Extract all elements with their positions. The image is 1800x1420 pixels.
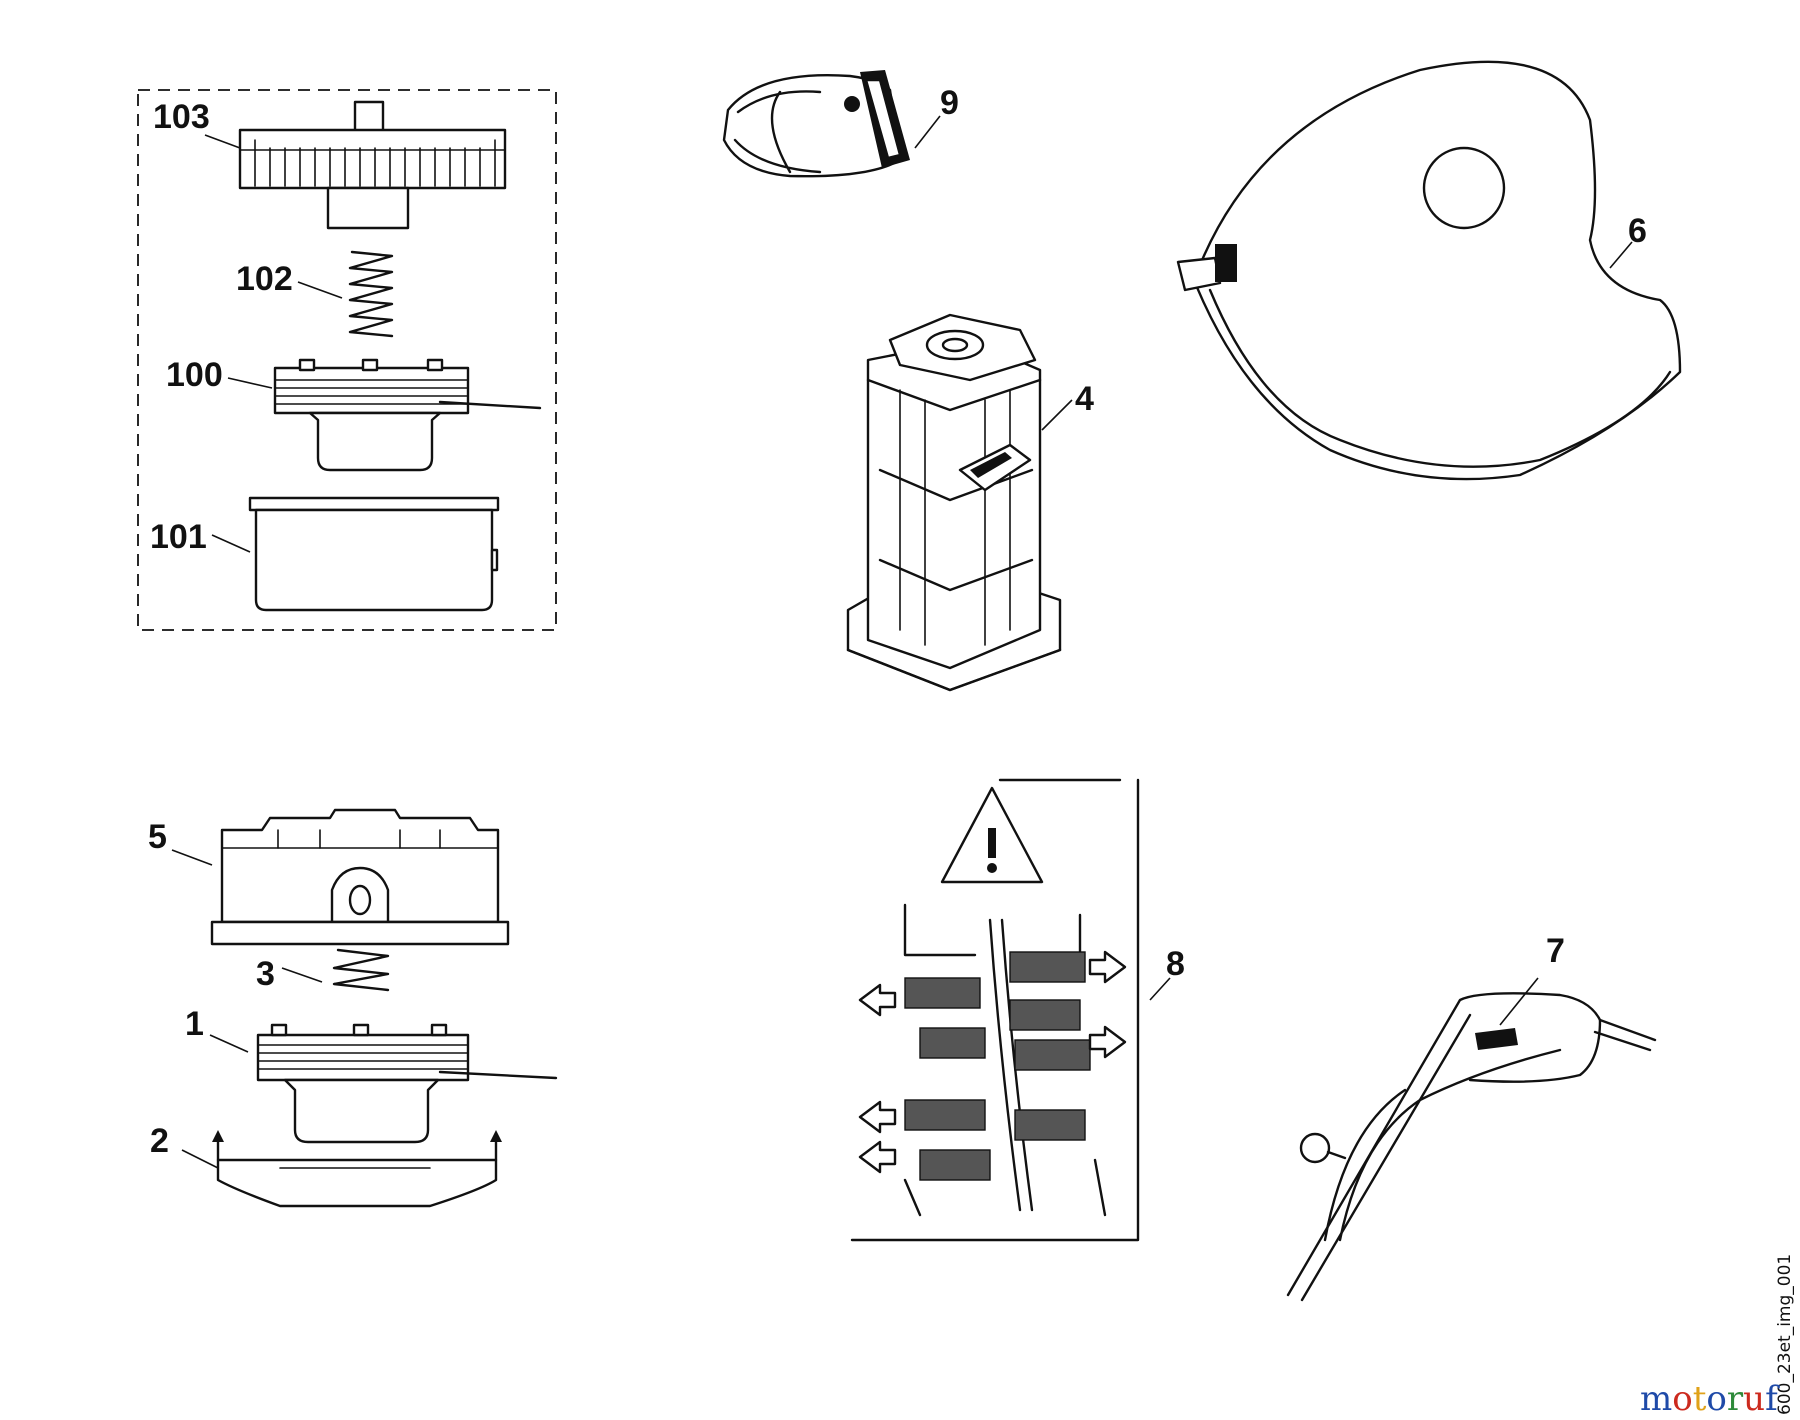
part-7-handle: 7	[1286, 932, 1657, 1302]
warning-triangle-icon	[940, 786, 1044, 884]
part-3-spring: 3	[256, 948, 390, 993]
part-103-cap	[238, 100, 507, 230]
part-102-spring	[348, 250, 394, 338]
callout-100: 100	[166, 356, 223, 394]
watermark-logo: motoruf	[1640, 1379, 1780, 1419]
airflow-arrows	[858, 950, 1127, 1174]
callout-7: 7	[1546, 932, 1565, 970]
callout-103: 103	[153, 98, 210, 136]
callout-8: 8	[1166, 945, 1185, 983]
cap-ribs	[239, 139, 506, 187]
callout-5: 5	[148, 818, 167, 856]
callout-9: 9	[940, 84, 959, 122]
dashed-group-frame	[137, 89, 557, 631]
callout-102: 102	[236, 260, 293, 298]
callout-1: 1	[185, 1005, 204, 1043]
part-5-housing: 5	[148, 808, 510, 946]
callout-6: 6	[1628, 212, 1647, 250]
part-6-guard: 6	[1176, 60, 1682, 481]
part-9-clip: 9	[722, 70, 959, 178]
callout-2: 2	[150, 1122, 169, 1160]
callout-3: 3	[256, 955, 275, 993]
part-4-motor: 4	[846, 313, 1094, 692]
callout-101: 101	[150, 518, 207, 556]
cutter-vent-illustration	[903, 903, 1107, 1217]
part-101-cover	[248, 496, 500, 612]
callout-4: 4	[1075, 380, 1094, 418]
part-8-warning-label: 8	[850, 778, 1185, 1242]
part-2-base: 2	[150, 1122, 502, 1208]
part-100-spool	[273, 358, 542, 472]
spool-kit-group: 103 102 100 101	[137, 89, 557, 631]
part-1-spool: 1	[185, 1005, 558, 1144]
drawing-code: 600_23et_img_001	[1775, 1254, 1795, 1415]
